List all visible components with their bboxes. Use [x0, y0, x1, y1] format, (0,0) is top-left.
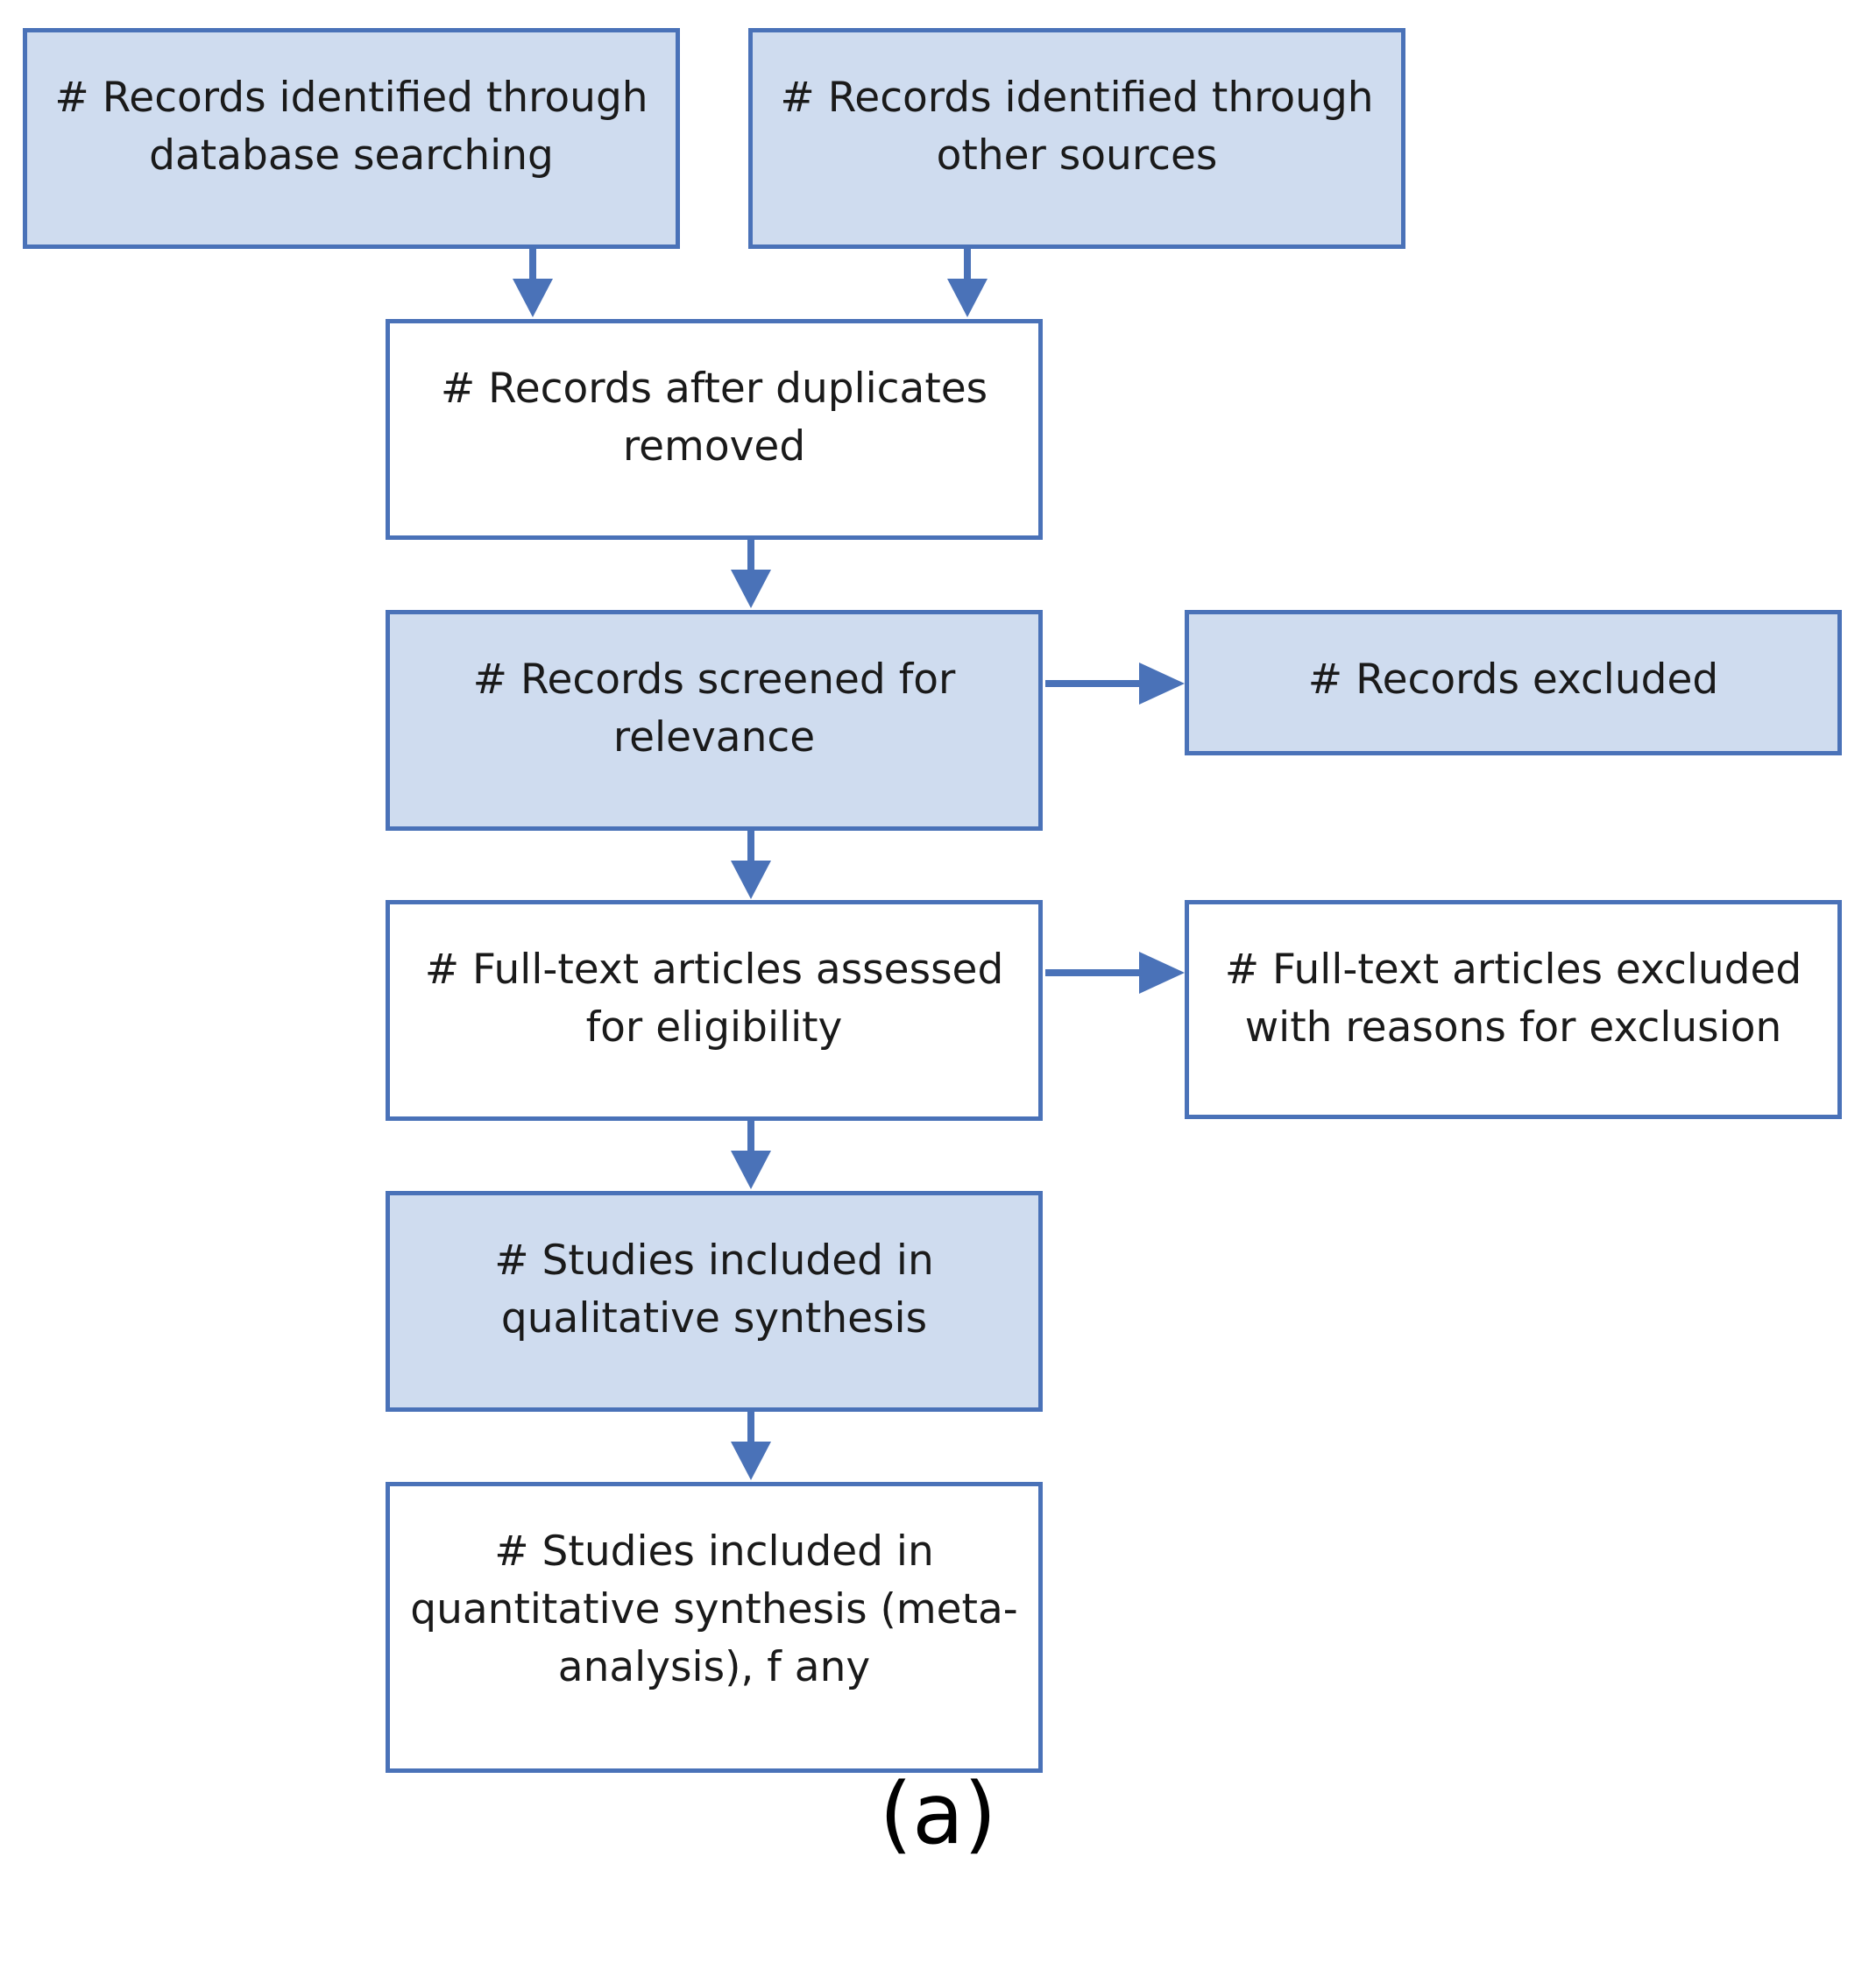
box-text: # Records identified through other sourc…	[780, 74, 1374, 180]
arrow-screened-to-excluded	[1045, 663, 1185, 705]
arrow-other-to-dedup	[947, 247, 988, 317]
box-text: # Records identified through database se…	[54, 74, 648, 180]
arrow-qualitative-to-quantitative	[731, 1410, 771, 1480]
box-text: # Full-text articles excluded with reaso…	[1224, 946, 1802, 1052]
box-records-database-searching: # Records identified through database se…	[23, 28, 680, 249]
box-fulltext-assessed: # Full-text articles assessed for eligib…	[386, 900, 1043, 1121]
box-records-excluded: # Records excluded	[1185, 610, 1842, 755]
arrow-db-to-dedup	[513, 247, 553, 317]
box-text: # Full-text articles assessed for eligib…	[424, 946, 1004, 1052]
box-text: # Studies included in qualitative synthe…	[494, 1237, 934, 1343]
arrow-fulltext-to-fulltext-excluded	[1045, 952, 1185, 994]
box-fulltext-excluded: # Full-text articles excluded with reaso…	[1185, 900, 1842, 1119]
arrow-fulltext-to-qualitative	[731, 1119, 771, 1189]
arrow-screened-to-fulltext	[731, 829, 771, 899]
box-records-after-duplicates: # Records after duplicates removed	[386, 319, 1043, 540]
box-studies-quantitative: # Studies included in quantitative synth…	[386, 1482, 1043, 1773]
box-text: # Records excluded	[1307, 656, 1719, 704]
box-records-other-sources: # Records identified through other sourc…	[748, 28, 1405, 249]
box-text: # Studies included in quantitative synth…	[410, 1527, 1018, 1691]
box-studies-qualitative: # Studies included in qualitative synthe…	[386, 1191, 1043, 1412]
box-text: # Records screened for relevance	[472, 656, 956, 762]
figure-caption: (a)	[879, 1765, 997, 1863]
box-records-screened: # Records screened for relevance	[386, 610, 1043, 831]
arrow-dedup-to-screened	[731, 538, 771, 608]
box-text: # Records after duplicates removed	[440, 365, 988, 471]
